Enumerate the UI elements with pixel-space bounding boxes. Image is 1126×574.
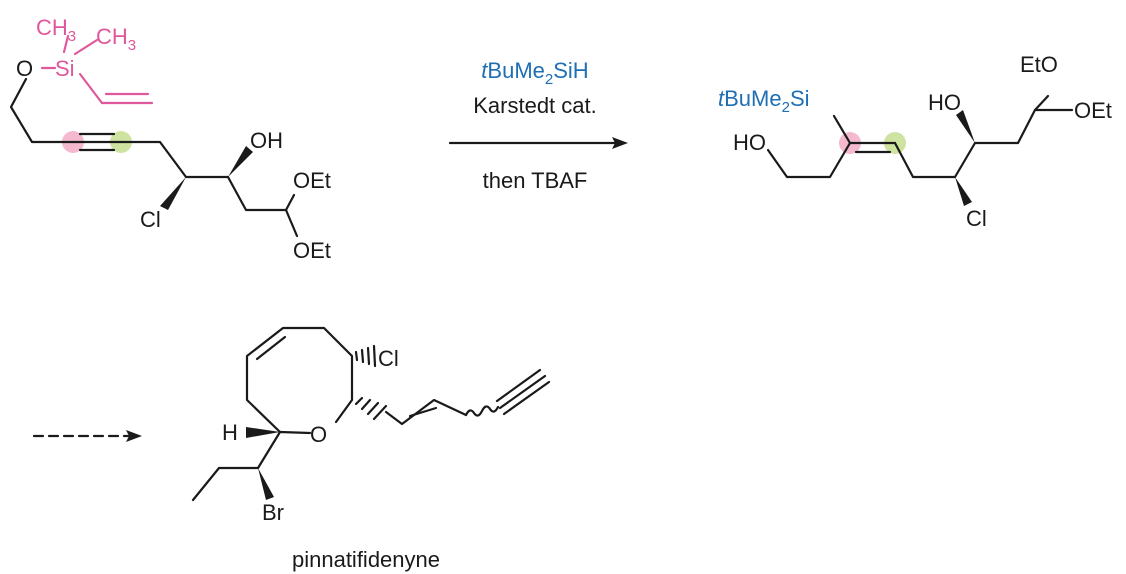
reagent-label: tBuMe2SiH — [481, 58, 588, 88]
wedge-c-oh-product — [956, 110, 975, 143]
target-cl-label: Cl — [378, 346, 399, 371]
silyl-group-label: tBuMe2Si — [718, 86, 810, 116]
methyl-a-label: CH3 — [36, 15, 76, 45]
wedge-c-cl-product — [955, 177, 972, 206]
product-molecule: tBuMe2Si HO HO EtO OEt Cl — [718, 52, 1112, 231]
product-ho-mid-label: HO — [928, 90, 961, 115]
catalyst-label: Karstedt cat. — [473, 93, 597, 118]
reaction-arrow-head — [612, 137, 628, 149]
dashed-arrow-head — [126, 430, 142, 442]
silicon-label: Si — [55, 56, 75, 81]
methyl-b-label: CH3 — [96, 24, 136, 54]
target-br-label: Br — [262, 500, 284, 525]
wedge-c-br — [258, 468, 274, 500]
compound-name-label: pinnatifidenyne — [292, 547, 440, 572]
target-oxygen-label: O — [310, 422, 327, 447]
reactant-molecule: CH3 CH3 O Si OH Cl OEt OEt — [9, 15, 331, 263]
hashed-bond-c-sidechain — [354, 396, 388, 421]
target-h-label: H — [222, 420, 238, 445]
product-eto-label: EtO — [1020, 52, 1058, 77]
reactant-oet-top-label: OEt — [293, 168, 331, 193]
ring-bond-o-c2 — [278, 430, 312, 435]
reactant-oxygen-label: O — [16, 56, 33, 81]
reactant-oh-label: OH — [250, 128, 283, 153]
enyne-side-chain — [384, 398, 468, 426]
alkyne-terminal-1 — [498, 374, 547, 410]
ethyl-chain — [191, 430, 282, 502]
product-ho-left-label: HO — [733, 130, 766, 155]
bond-c-silyl — [832, 114, 852, 145]
alkyne-terminal-2 — [495, 368, 542, 403]
hashed-bond-c-cl — [354, 344, 377, 368]
oxocene-ring — [245, 326, 354, 434]
wedge-c-h — [246, 427, 280, 438]
workup-label: then TBAF — [483, 168, 588, 193]
wavy-bond — [464, 405, 500, 417]
alkyne-terminal-3 — [502, 380, 551, 416]
side-chain-alkene-inner — [408, 406, 438, 418]
product-oet-label: OEt — [1074, 98, 1112, 123]
reactant-cl-label: Cl — [140, 207, 161, 232]
reactant-chain-left — [9, 77, 75, 144]
reactant-oet-bottom-label: OEt — [293, 238, 331, 263]
target-molecule: Cl H O Br pinnatifidenyne — [32, 326, 551, 572]
wedge-c-oh — [228, 146, 253, 177]
bond-acetal-oet-bottom — [284, 208, 299, 238]
product-cl-label: Cl — [966, 206, 987, 231]
bond-si-methyl-a — [62, 34, 70, 54]
bond-si-methyl-b — [73, 38, 99, 56]
wedge-c-cl — [160, 177, 186, 210]
ring-alkene-inner — [255, 335, 287, 361]
product-chain-left — [766, 141, 852, 179]
bond-si-vinyl — [78, 72, 104, 105]
reaction-conditions: tBuMe2SiH Karstedt cat. then TBAF — [448, 58, 628, 193]
